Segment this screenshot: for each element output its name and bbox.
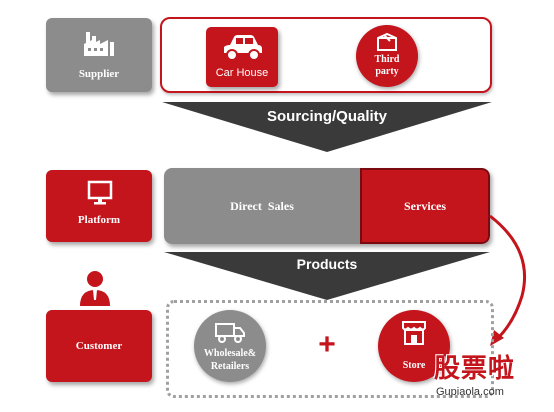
car-house-tile: Car House [206, 27, 278, 87]
direct-sales-segment: Direct Sales [164, 168, 360, 244]
factory-icon [84, 32, 114, 56]
customer-box: Customer [46, 310, 152, 382]
wholesale-line1: Wholesale& [203, 348, 257, 359]
direct-sales-label: Direct Sales [230, 199, 294, 213]
watermark-url: Gupiaola.com [436, 386, 504, 398]
wholesale-line2: Retailers [210, 361, 250, 372]
wholesale-circle: Wholesale& Retailers [194, 310, 266, 382]
box-icon [377, 32, 397, 51]
products-arrow-label: Products [296, 256, 358, 272]
sourcing-partners-box: Car House Third party [160, 17, 492, 93]
watermark-text: 股票啦 [434, 354, 516, 384]
platform-box: Platform [46, 170, 152, 242]
store-label: Store [402, 360, 426, 371]
platform-label: Platform [77, 214, 121, 226]
watermark-logo: 股票啦 Gupiaola.com [426, 354, 550, 400]
services-label: Services [404, 199, 446, 213]
third-party-line1: Third [374, 54, 400, 65]
sourcing-arrow-label: Sourcing/Quality [266, 108, 387, 125]
store-circle: Store [378, 310, 450, 382]
third-party-line2: party [375, 66, 399, 77]
supplier-box: Supplier [46, 18, 152, 92]
plus-sign: + [318, 328, 336, 361]
customer-label: Customer [75, 340, 123, 352]
person-icon [80, 271, 110, 306]
truck-icon [215, 323, 245, 343]
sourcing-arrow [162, 102, 492, 152]
products-arrow [164, 252, 490, 300]
platform-offerings-box: Direct Sales Services [164, 168, 490, 244]
third-party-circle: Third party [356, 25, 418, 87]
car-icon [224, 35, 262, 61]
car-house-label: Car House [215, 67, 269, 79]
customer-channels-box [166, 300, 494, 398]
monitor-icon [87, 180, 113, 205]
services-segment: Services [360, 168, 490, 244]
store-icon [402, 321, 426, 345]
supplier-label: Supplier [78, 68, 120, 80]
